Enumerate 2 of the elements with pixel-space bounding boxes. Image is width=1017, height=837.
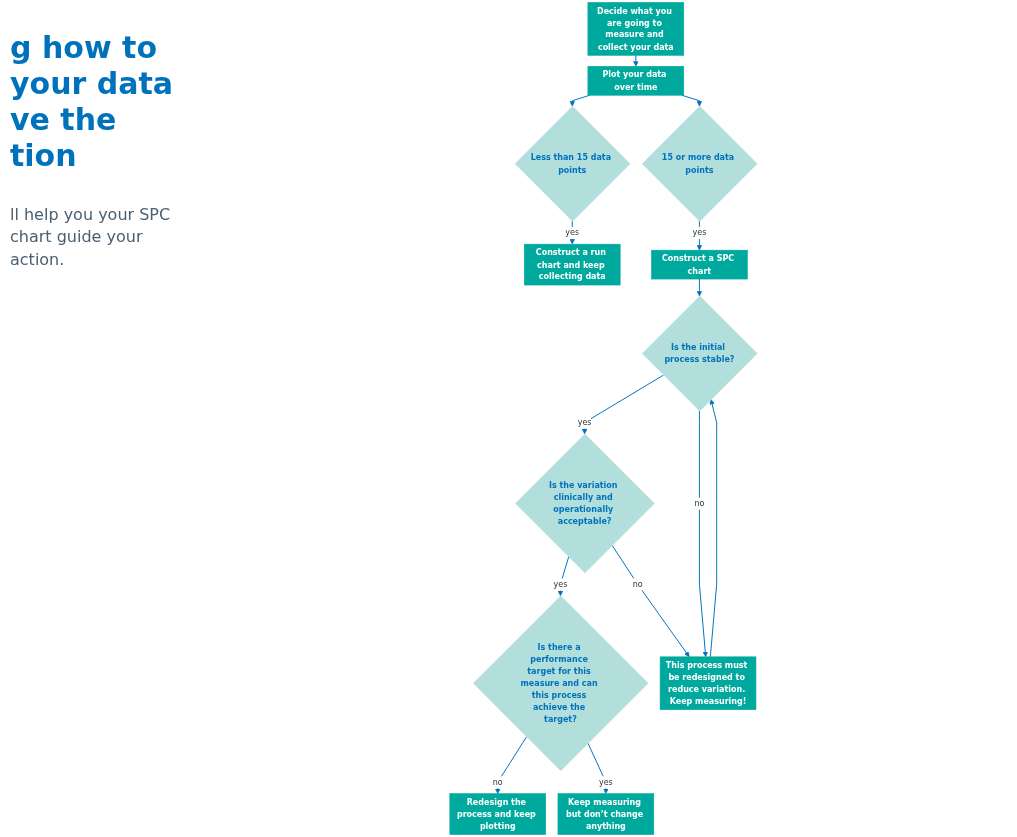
intro-text: ll help you your SPC chart guide your action. <box>10 204 172 271</box>
title: g how to your data ve the tion <box>10 30 175 174</box>
